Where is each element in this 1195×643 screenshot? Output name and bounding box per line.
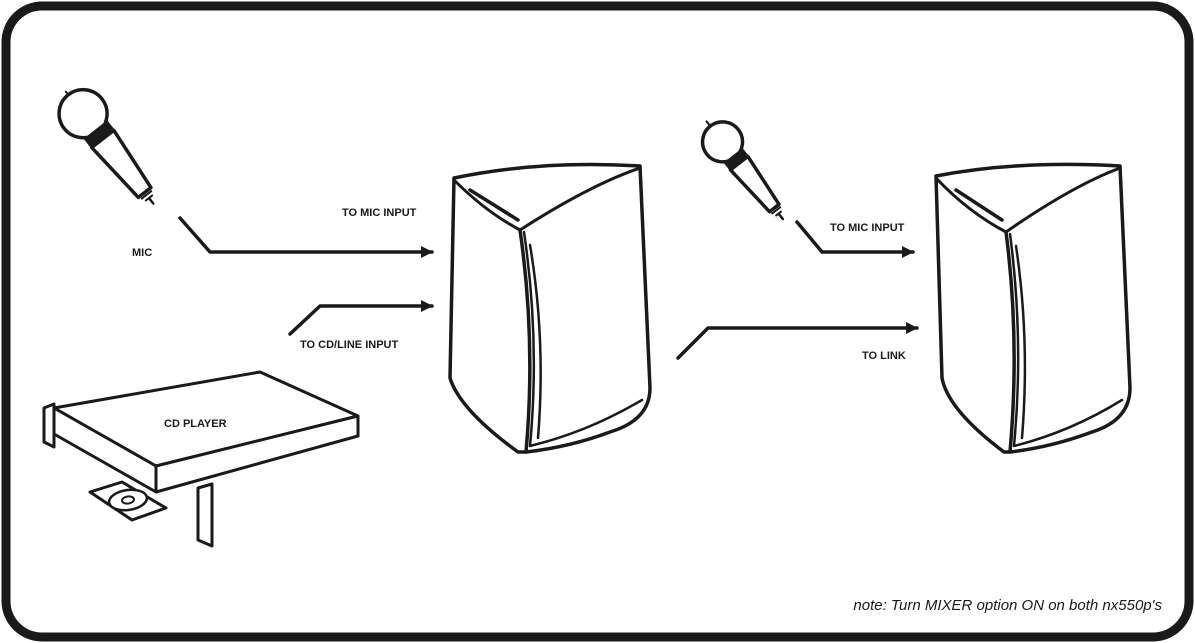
cd-player-icon [42,370,360,548]
note-text: note: Turn MIXER option ON on both nx550… [853,597,1162,614]
to-cd-line-input-label: TO CD/LINE INPUT [300,339,398,351]
microphone-icon [57,87,155,205]
cd-player-label: CD PLAYER [164,418,227,430]
mic-label: MIC [132,247,152,259]
mic-cable-right [795,220,915,258]
speaker-icon-right [934,162,1132,454]
link-cable [676,322,919,360]
microphone-icon-right [700,120,785,221]
to-link-label: TO LINK [862,350,906,362]
to-mic-input-label-right: TO MIC INPUT [830,222,905,234]
cd-line-cable [288,300,434,336]
speaker-icon [448,162,652,454]
to-mic-input-label-left: TO MIC INPUT [342,207,417,219]
mic-cable-left [178,216,434,258]
